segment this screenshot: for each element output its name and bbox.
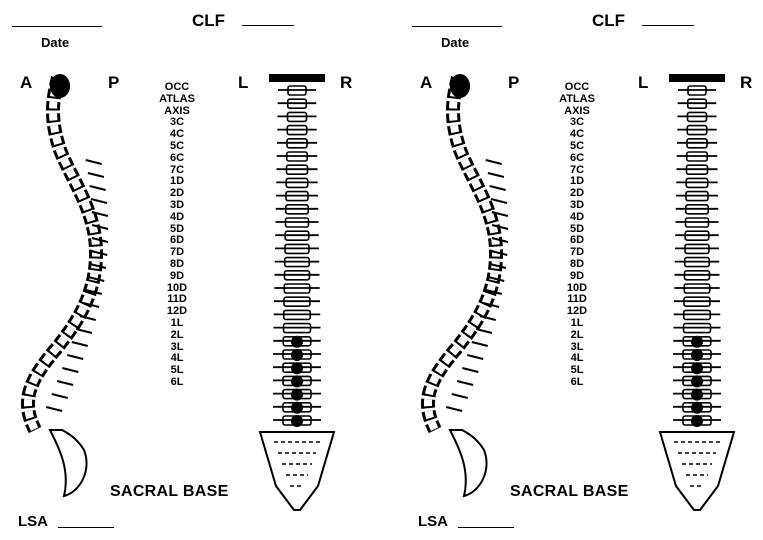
lsa-label: LSA [18,514,48,529]
sacrum-anterior [660,432,734,510]
vertebra-level-4d: 4D [550,212,604,224]
vertebra-level-6c: 6C [150,153,204,165]
lsa-field[interactable] [458,527,514,528]
vertebral-body [691,389,703,401]
vertebra-level-3d: 3D [550,200,604,212]
vertebra-level-3d: 3D [150,200,204,212]
vertebra-level-6l: 6L [550,377,604,389]
vertebra-level-1l: 1L [150,318,204,330]
vertebral-body [691,349,703,361]
sacral-base-label: SACRAL BASE [510,484,629,500]
vertebra-level-5c: 5C [550,141,604,153]
vertebra-level-2l: 2L [550,330,604,342]
vertebra-level-6l: 6L [150,377,204,389]
vertebral-body [691,415,703,427]
vertebral-body [291,362,303,374]
vertebral-body [291,402,303,414]
spine-form-1: Date CLF A P L R OCCATLASAXIS3C4C5C6C7C1… [0,0,380,540]
vertebral-body [291,336,303,348]
vertebra-level-9d: 9D [550,271,604,283]
vertebral-body [291,349,303,361]
vertebra-level-8d: 8D [150,259,204,271]
vertebral-body [291,389,303,401]
sacrum-anterior [260,432,334,510]
vertebral-body [691,375,703,387]
vertebra-level-8d: 8D [550,259,604,271]
occiput-base [269,74,325,82]
vertebra-level-4d: 4D [150,212,204,224]
vertebra-level-list: OCCATLASAXIS3C4C5C6C7C1D2D3D4D5D6D7D8D9D… [150,82,204,389]
vertebral-body [291,415,303,427]
vertebra-level-9d: 9D [150,271,204,283]
sacral-base-label: SACRAL BASE [110,484,229,500]
lsa-field[interactable] [58,527,114,528]
vertebral-body [691,336,703,348]
vertebra-level-5c: 5C [150,141,204,153]
vertebra-level-1l: 1L [550,318,604,330]
lsa-label: LSA [418,514,448,529]
vertebral-body [291,375,303,387]
occiput-base [669,74,725,82]
vertebra-level-atlas: ATLAS [150,94,204,106]
vertebra-level-2l: 2L [150,330,204,342]
vertebral-body [691,362,703,374]
vertebra-level-6c: 6C [550,153,604,165]
vertebral-body [691,402,703,414]
vertebra-level-atlas: ATLAS [550,94,604,106]
